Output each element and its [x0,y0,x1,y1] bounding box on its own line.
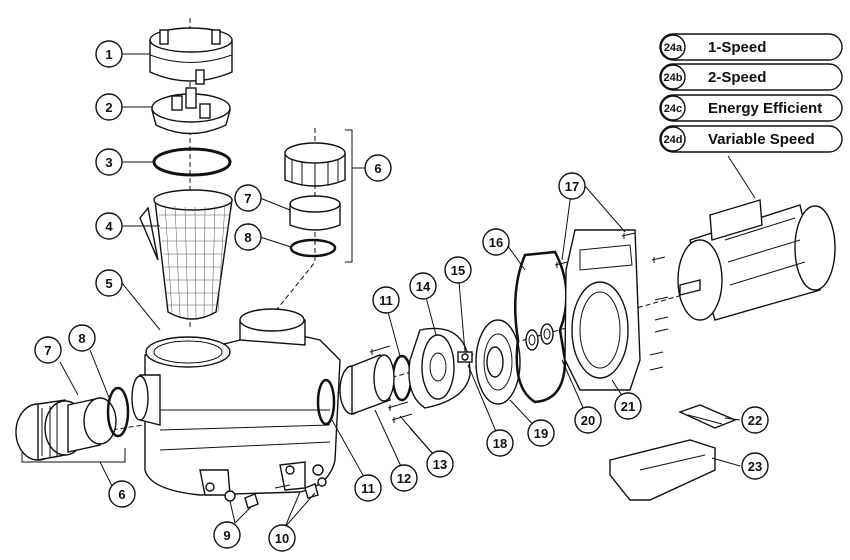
diffuser-o-ring-left [316,378,336,426]
callout-8-left: 8 [68,324,96,352]
svg-text:6: 6 [374,161,381,176]
callout-9: 9 [213,521,241,549]
svg-text:10: 10 [275,531,289,546]
callout-1: 1 [95,40,123,68]
lid-o-ring [152,147,232,177]
callout-5: 5 [95,269,123,297]
lid-ring [149,27,233,85]
motor-base [609,439,716,501]
diffuser-screws [369,345,413,423]
svg-text:24d: 24d [664,134,683,146]
upper-union-o-ring [289,238,337,258]
svg-text:22: 22 [748,413,762,428]
svg-text:1-Speed: 1-Speed [708,39,766,56]
diffuser-o-ring-right [391,354,413,402]
callout-7-upper: 7 [234,184,262,212]
upper-union-bracket [345,129,353,263]
svg-text:19: 19 [534,426,548,441]
svg-text:Energy Efficient: Energy Efficient [708,100,822,117]
svg-text:Variable Speed: Variable Speed [708,131,815,148]
callout-2: 2 [95,93,123,121]
shaft-seal [457,351,473,363]
callout-8-upper: 8 [234,223,262,251]
motor-gasket [514,250,568,404]
callout-17: 17 [558,172,586,200]
left-union-o-ring [106,386,130,438]
callout-18: 18 [486,429,514,457]
foot-screws [224,464,327,509]
motor-adapter [564,229,641,391]
svg-text:24c: 24c [664,103,682,115]
svg-text:11: 11 [379,293,393,308]
svg-text:2: 2 [105,100,112,115]
callout-10: 10 [268,524,296,552]
svg-text:13: 13 [433,457,447,472]
svg-text:24b: 24b [664,72,683,84]
svg-text:14: 14 [416,279,431,294]
svg-text:8: 8 [78,331,85,346]
svg-text:3: 3 [105,155,112,170]
callout-23: 23 [741,452,769,480]
seal-plate [475,319,521,405]
svg-text:2-Speed: 2-Speed [708,69,766,86]
callout-19: 19 [527,419,555,447]
callout-15: 15 [444,256,472,284]
svg-text:16: 16 [489,235,503,250]
legend-item-2-speed: 24b 2-Speed [659,63,843,91]
legend-item-energy-efficient: 24c Energy Efficient [659,94,843,122]
impeller [408,327,471,409]
svg-text:24a: 24a [664,42,683,54]
svg-text:9: 9 [223,528,230,543]
strainer-basket [139,189,233,320]
svg-text:4: 4 [105,219,113,234]
svg-text:7: 7 [244,191,251,206]
callout-3: 3 [95,148,123,176]
callout-6-upper: 6 [364,154,392,182]
svg-text:12: 12 [397,471,411,486]
svg-text:20: 20 [581,413,595,428]
pump-housing [131,308,341,496]
adapter-screws [554,232,669,371]
callout-14: 14 [409,272,437,300]
svg-text:1: 1 [105,47,112,62]
svg-text:5: 5 [105,276,112,291]
callout-4: 4 [95,212,123,240]
callout-22: 22 [741,406,769,434]
svg-text:21: 21 [621,399,635,414]
svg-text:6: 6 [118,487,125,502]
callout-7-left: 7 [34,336,62,364]
motor [677,199,836,321]
svg-text:23: 23 [748,459,762,474]
motor-mount-foot [678,404,737,429]
callout-20: 20 [574,406,602,434]
callout-11-lower: 11 [354,474,382,502]
callout-21: 21 [614,392,642,420]
left-union-bracket [21,448,126,463]
svg-text:17: 17 [565,179,579,194]
svg-text:15: 15 [451,263,465,278]
svg-text:11: 11 [361,481,375,496]
callout-16: 16 [482,228,510,256]
callout-11-upper: 11 [372,286,400,314]
callout-12: 12 [390,464,418,492]
callout-13: 13 [426,450,454,478]
svg-text:8: 8 [244,230,251,245]
lid [151,87,231,135]
svg-text:18: 18 [493,436,507,451]
upper-union-nut [284,142,346,188]
svg-text:7: 7 [44,343,51,358]
callout-6-left: 6 [108,480,136,508]
seal-components [525,323,554,351]
diffuser [339,354,395,416]
upper-union-tailpiece [289,195,341,231]
legend-item-1-speed: 24a 1-Speed [659,33,843,61]
legend-item-variable-speed: 24d Variable Speed [659,125,843,153]
